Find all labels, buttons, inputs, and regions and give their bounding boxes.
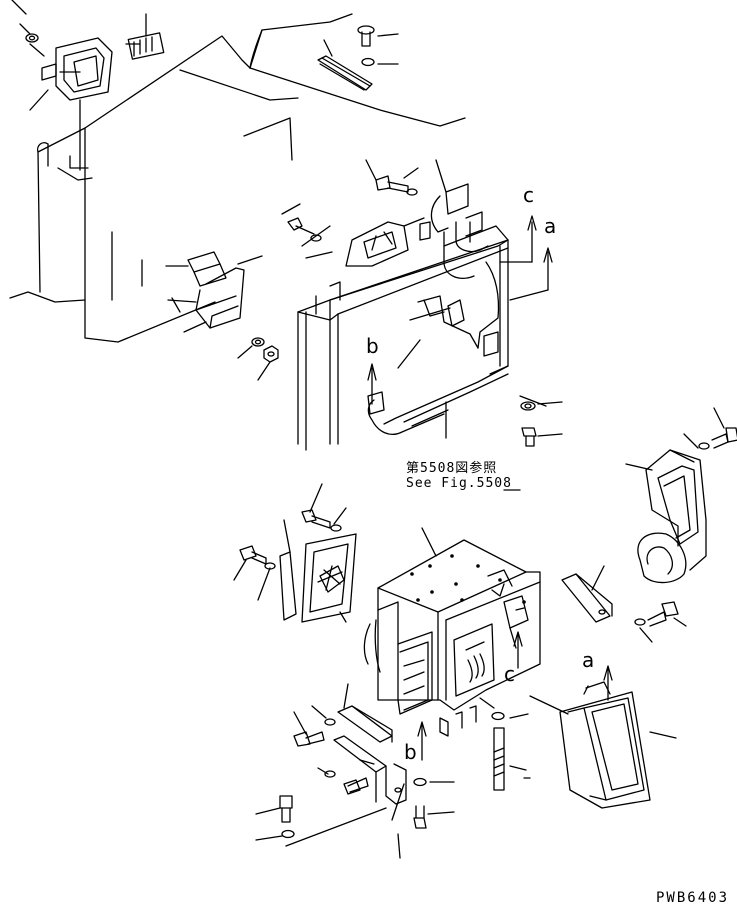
mounting-bracket-bolt	[635, 602, 686, 642]
upper-bolts-left	[282, 160, 418, 258]
cab-body-outline	[10, 14, 465, 342]
callout-label-c-upper: c	[523, 183, 534, 207]
callout-arrow-a-lower	[604, 666, 612, 700]
callout-label-b-upper: b	[366, 334, 379, 358]
callout-arrow-c-lower	[514, 632, 522, 668]
callout-arrow-c-upper	[500, 216, 536, 262]
wiring-harness-lower	[368, 366, 546, 438]
drawing-code: PWB6403	[656, 890, 730, 906]
frame-panel	[298, 226, 508, 450]
center-bolt-stud	[492, 713, 530, 791]
duct-elbow	[626, 434, 706, 583]
wiring-harness-upper	[346, 184, 499, 356]
misc-leader-upper	[398, 160, 446, 368]
upper-nuts	[238, 338, 278, 380]
filter-cover-left	[280, 520, 356, 622]
top-left-light-assembly	[42, 33, 164, 170]
air-filter-box	[530, 682, 676, 808]
lower-bracket-b	[334, 736, 406, 804]
hvac-unit	[364, 528, 540, 736]
callout-arrow-b-upper	[368, 364, 376, 404]
callout-label-c-lower: c	[504, 662, 515, 686]
top-left-nut	[20, 24, 38, 42]
lower-left-fasteners	[256, 706, 454, 858]
mounting-bracket-right	[562, 566, 612, 622]
top-left-leader-lines	[12, 0, 146, 110]
callout-label-a-upper: a	[544, 214, 557, 238]
filter-cover-bolts	[234, 484, 346, 600]
duct-elbow-bolt	[699, 408, 737, 449]
callout-label-a-lower: a	[582, 648, 595, 672]
right-bolt-washer-upper	[521, 402, 562, 446]
air-duct-upper	[166, 252, 244, 332]
callout-arrow-b-lower	[418, 722, 426, 760]
callout-label-b-lower: b	[404, 740, 417, 764]
reference-note-ja: 第5508図参照	[406, 461, 498, 476]
callout-arrow-a-upper	[510, 248, 552, 300]
top-bolt	[358, 26, 398, 66]
reference-note-en: See Fig.5508	[406, 476, 512, 491]
grab-handle	[318, 40, 372, 90]
hvac-unit-dots	[410, 554, 526, 604]
lower-bracket-a	[338, 684, 392, 742]
